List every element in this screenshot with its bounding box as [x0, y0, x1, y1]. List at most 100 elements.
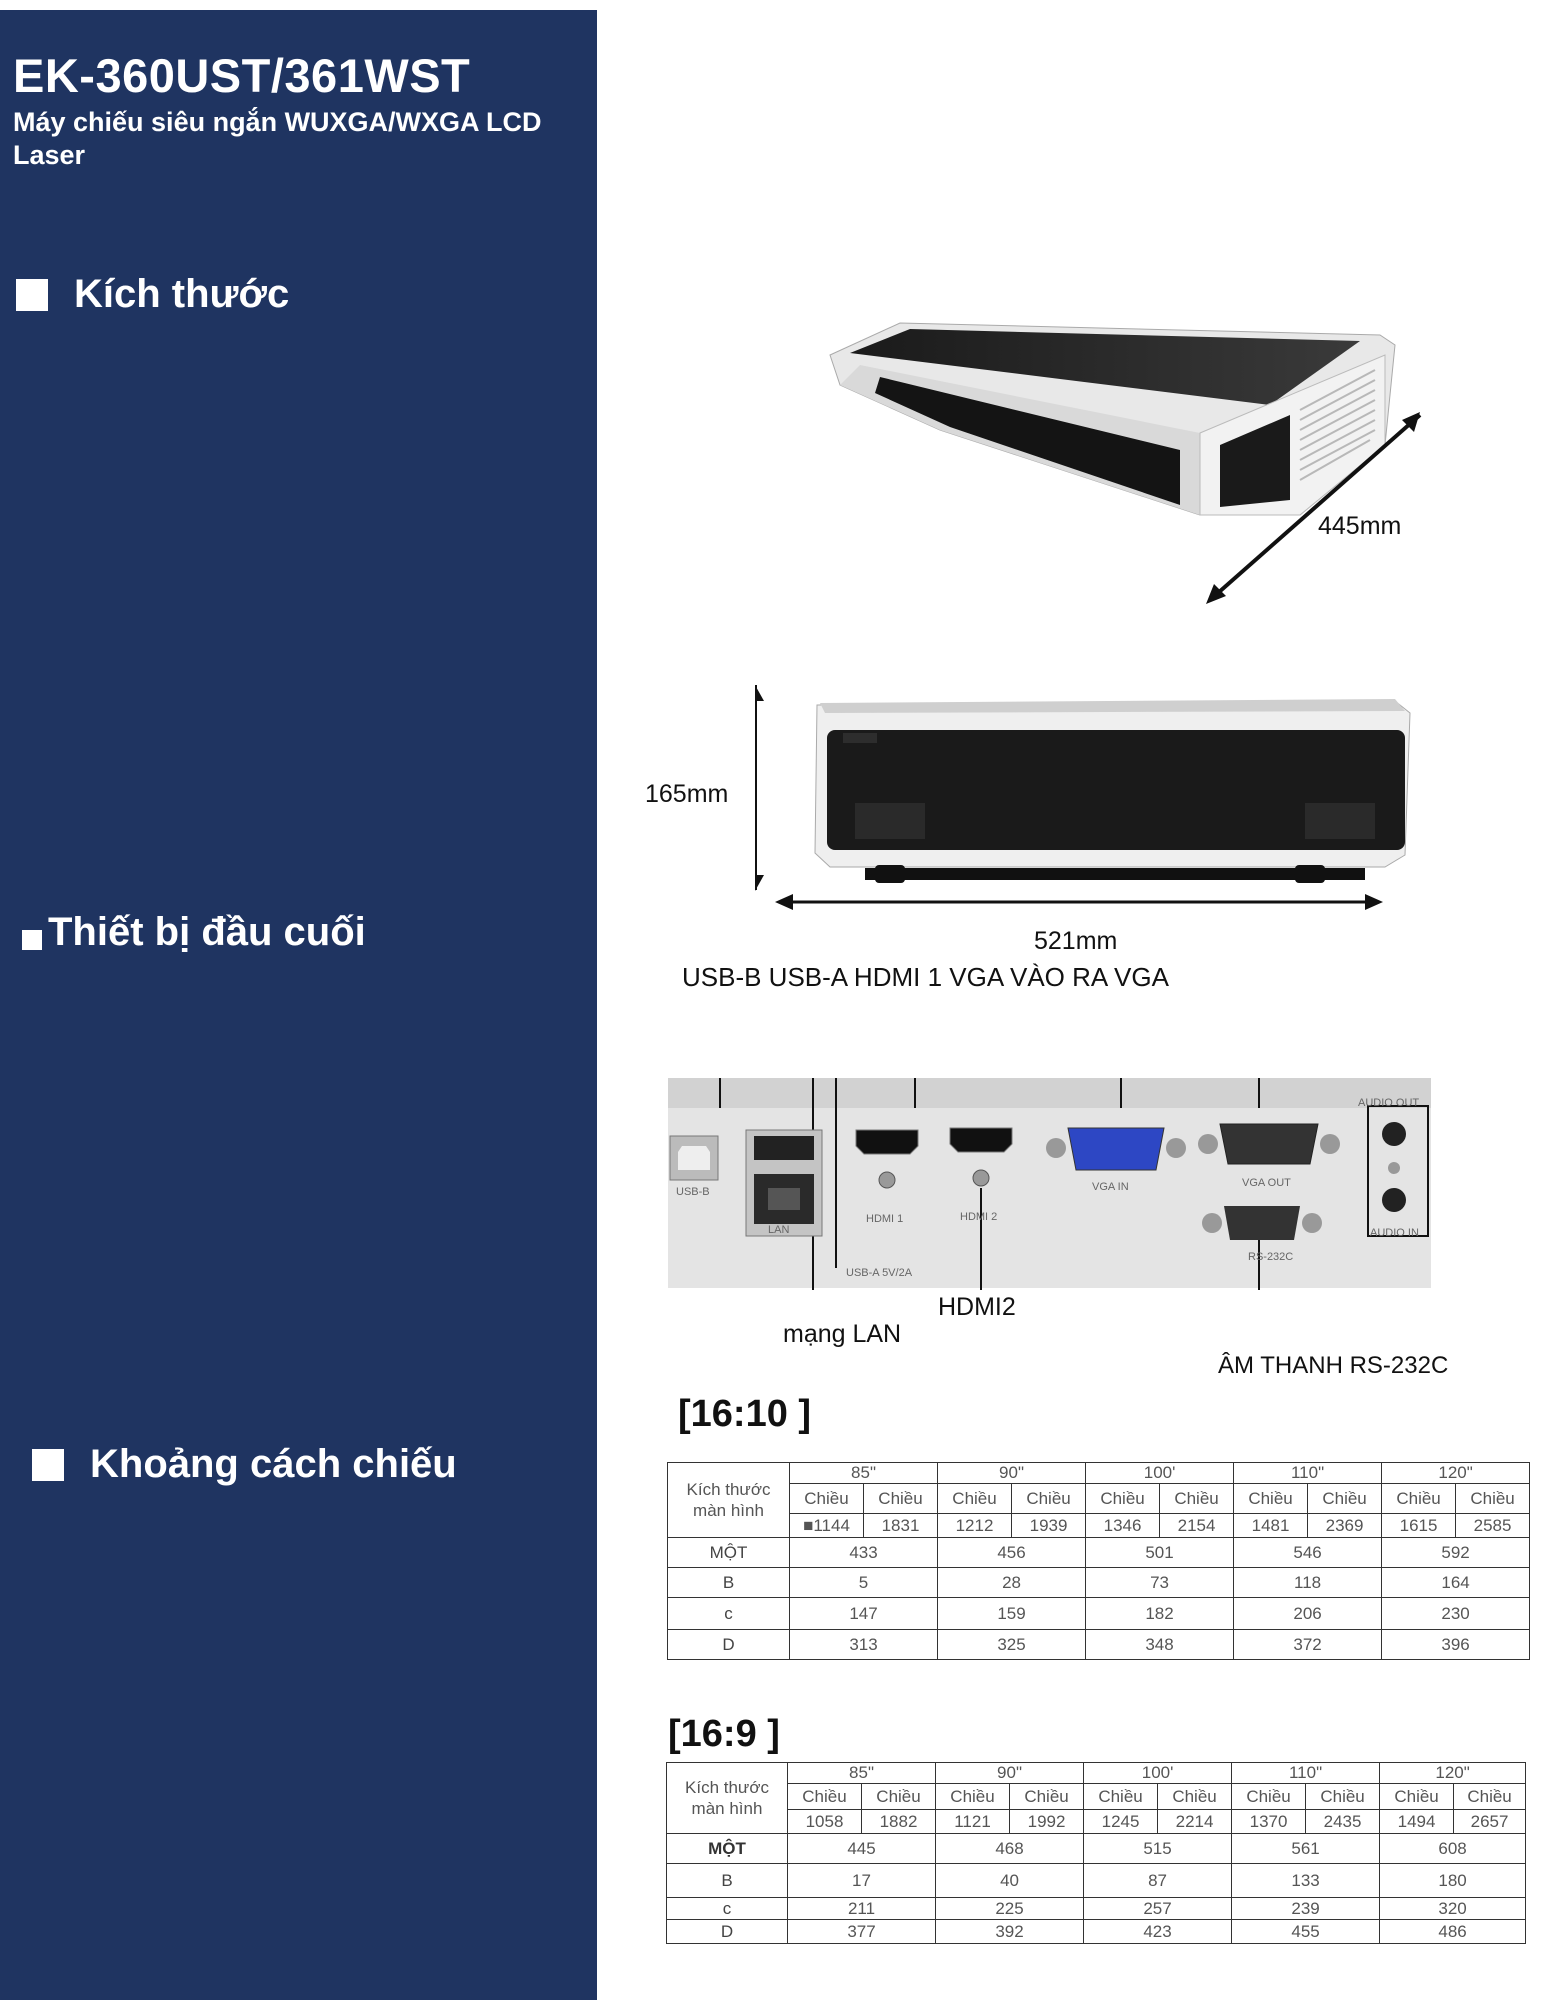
value-cell: 28 [937, 1567, 1087, 1598]
value-cell: 372 [1233, 1629, 1383, 1660]
table-row: MỘT 445 468 515 561 608 [666, 1833, 1527, 1864]
value-cell: 133 [1231, 1863, 1381, 1898]
value-cell: 239 [1231, 1897, 1381, 1920]
dim-cell: 1245 [1083, 1809, 1159, 1834]
table-row: MỘT 433 456 501 546 592 [667, 1537, 1531, 1568]
size-header: 85" [786, 1762, 937, 1784]
dim-cell: 1615 [1381, 1513, 1457, 1538]
hdmi2-port-label: HDMI 2 [960, 1211, 997, 1223]
audio-out-port-label: AUDIO OUT [1358, 1097, 1419, 1109]
sub-header-cell: Chiều [1307, 1483, 1383, 1514]
size-header: 100' [1083, 1762, 1233, 1784]
section-terminals-label: Thiết bị đầu cuối [48, 910, 366, 954]
dim-cell: 1212 [937, 1513, 1013, 1538]
section-terminals: Thiết bị đầu cuối [22, 910, 366, 955]
value-cell: 348 [1085, 1629, 1235, 1660]
size-header: 85" [788, 1462, 939, 1484]
terminal-port-list: USB-B USB-A HDMI 1 VGA VÀO RA VGA [682, 962, 1169, 992]
row-label: B [666, 1863, 788, 1898]
value-cell: 206 [1233, 1597, 1383, 1630]
section-dimensions: Kích thước [16, 272, 289, 317]
dim-cell: 1346 [1085, 1513, 1161, 1538]
table-row: B 5 28 73 118 164 [667, 1567, 1531, 1598]
projector-front-illustration [746, 685, 1411, 891]
width-dimension: 521mm [1034, 927, 1118, 955]
sub-header-cell: Chiều [1009, 1783, 1085, 1810]
sub-header-cell: Chiều [860, 1783, 937, 1810]
sub-header-cell: Chiều [1011, 1483, 1087, 1514]
value-cell: 392 [935, 1919, 1085, 1944]
section-dimensions-label: Kích thước [74, 272, 290, 316]
table-row: 1058 1882 1121 1992 1245 2214 1370 2435 … [667, 1809, 1527, 1834]
size-header: 110" [1231, 1762, 1381, 1784]
table-row: c 211 225 257 239 320 [666, 1897, 1527, 1920]
sub-header-cell: Chiều [787, 1783, 862, 1810]
value-cell: 546 [1233, 1537, 1383, 1568]
value-cell: 486 [1379, 1919, 1527, 1944]
dim-cell: 1481 [1233, 1513, 1309, 1538]
value-cell: 501 [1085, 1537, 1235, 1568]
table-row: D 377 392 423 455 486 [666, 1919, 1527, 1944]
projection-table-16-10: Kích thước màn hình 85" 90" 100' 110" 12… [667, 1462, 1531, 1660]
value-cell: 180 [1379, 1863, 1527, 1898]
size-header: 100' [1085, 1462, 1235, 1484]
row-label: MỘT [667, 1537, 790, 1568]
section-projection-distance: Khoảng cách chiếu [32, 1442, 457, 1487]
row-label: c [667, 1597, 790, 1630]
value-cell: 73 [1085, 1567, 1235, 1598]
dim-cell: 2154 [1159, 1513, 1235, 1538]
size-header: 90" [935, 1762, 1085, 1784]
sub-header-cell: Chiều [1083, 1783, 1159, 1810]
value-cell: 182 [1085, 1597, 1235, 1630]
value-cell: 396 [1381, 1629, 1531, 1660]
value-cell: 211 [786, 1897, 937, 1920]
sub-header-cell: Chiều [935, 1783, 1011, 1810]
terminal-panel-image: USB-B LAN USB-A 5V/2A HDMI 1 HDMI 2 VGA … [668, 1078, 1433, 1290]
lan-port-label: LAN [768, 1224, 789, 1236]
value-cell: 320 [1379, 1897, 1527, 1920]
product-subtitle: Máy chiếu siêu ngắn WUXGA/WXGA LCD Laser [13, 107, 542, 170]
value-cell: 147 [788, 1597, 939, 1630]
size-header: 110" [1233, 1462, 1383, 1484]
sub-header-cell: Chiều [1233, 1483, 1309, 1514]
projection-table-16-9: Kích thước màn hình 85" 90" 100' 110" 12… [666, 1762, 1527, 1944]
row-label: D [667, 1629, 790, 1660]
value-cell: 325 [937, 1629, 1087, 1660]
value-cell: 608 [1379, 1833, 1527, 1864]
dim-cell: 1058 [787, 1809, 862, 1834]
dim-cell: 1121 [935, 1809, 1011, 1834]
dim-cell: 2585 [1455, 1513, 1531, 1538]
depth-arrow-graphic [1206, 412, 1422, 604]
size-header: 90" [937, 1462, 1087, 1484]
dim-cell: 2435 [1305, 1809, 1381, 1834]
square-bullet-icon [22, 929, 42, 950]
section-projection-distance-label: Khoảng cách chiếu [90, 1442, 457, 1486]
usb-b-port-label: USB-B [676, 1186, 710, 1198]
value-cell: 455 [1231, 1919, 1381, 1944]
sub-header-cell: Chiều [862, 1483, 939, 1514]
audio-in-port-label: AUDIO IN [1370, 1227, 1419, 1239]
row-label: c [666, 1897, 788, 1920]
sub-header-cell: Chiều [1085, 1483, 1161, 1514]
value-cell: 118 [1233, 1567, 1383, 1598]
screen-size-header: Kích thước màn hình [666, 1762, 788, 1834]
value-cell: 468 [935, 1833, 1085, 1864]
value-cell: 377 [786, 1919, 937, 1944]
ratio-16-9-label: [16:9 ] [668, 1713, 780, 1755]
sub-header-cell: Chiều [1305, 1783, 1381, 1810]
dim-cell: 2657 [1453, 1809, 1527, 1834]
projector-front-image [746, 685, 1435, 895]
vga-in-port-label: VGA IN [1092, 1181, 1129, 1193]
size-header: 120" [1381, 1462, 1531, 1484]
value-cell: 592 [1381, 1537, 1531, 1568]
rs232c-port-label: RS-232C [1248, 1251, 1293, 1263]
square-bullet-icon [32, 1448, 64, 1481]
vga-out-port-label: VGA OUT [1242, 1177, 1291, 1189]
value-cell: 225 [935, 1897, 1085, 1920]
value-cell: 257 [1083, 1897, 1233, 1920]
value-cell: 423 [1083, 1919, 1233, 1944]
value-cell: 433 [788, 1537, 939, 1568]
usb-a-port-label: USB-A 5V/2A [846, 1267, 913, 1279]
sub-header-cell: Chiều [1455, 1483, 1531, 1514]
value-cell: 164 [1381, 1567, 1531, 1598]
